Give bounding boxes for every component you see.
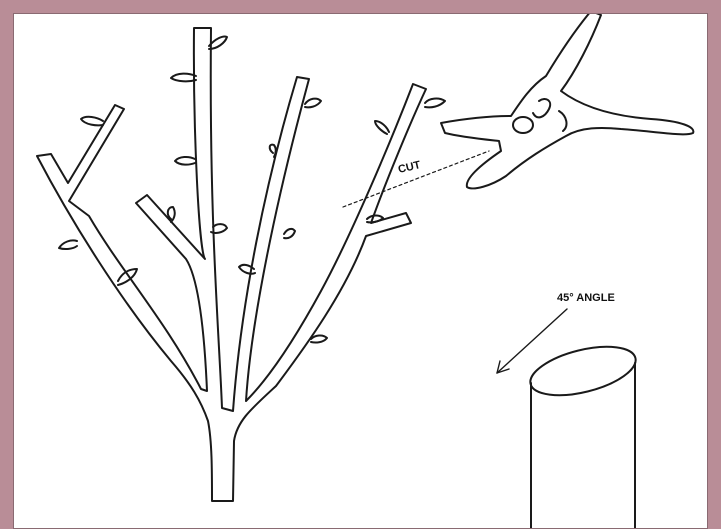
bud-icon	[175, 157, 195, 165]
pruning-diagram: CUT 45° ANGLE	[14, 14, 708, 529]
pruning-shears-icon	[441, 14, 693, 188]
bud-icon	[81, 117, 103, 126]
illustration-panel: CUT 45° ANGLE	[13, 13, 708, 529]
bud-icon	[59, 240, 77, 249]
bud-icon	[425, 99, 445, 108]
shears-pivot-icon	[513, 117, 533, 133]
shears-blade-notch-icon	[559, 111, 566, 131]
bud-icon	[270, 145, 276, 157]
shrub-trunk-outline	[37, 28, 426, 501]
angled-stem-cut-face	[526, 338, 641, 405]
bud-icon	[171, 74, 196, 82]
bud-icon	[375, 121, 389, 134]
bud-icon	[305, 99, 321, 108]
shears-spring-icon	[533, 99, 550, 117]
bud-icon	[311, 335, 327, 342]
angle-label: 45° ANGLE	[557, 292, 615, 304]
bud-icon	[284, 229, 295, 238]
bud-icon	[367, 215, 383, 222]
cut-label: CUT	[397, 159, 422, 176]
angle-arrow	[497, 309, 567, 373]
